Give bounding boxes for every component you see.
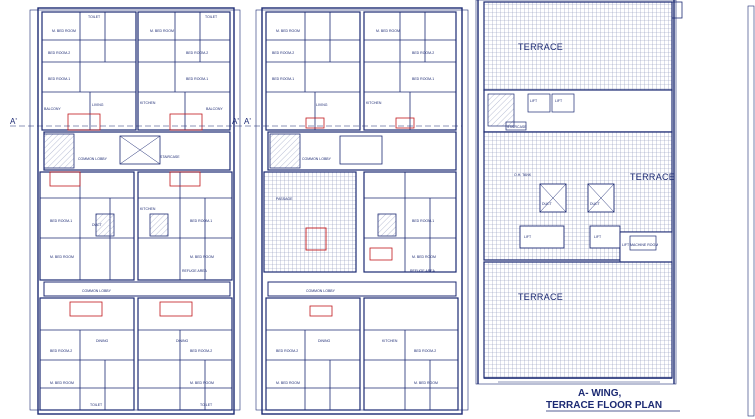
room-label: LIFT [530, 99, 538, 103]
room-label: DUCT [590, 202, 601, 206]
room-label: BED ROOM-2 [414, 349, 436, 353]
room-label: BED ROOM-1 [412, 77, 434, 81]
room-label: O.H. TANK [514, 173, 532, 177]
room-label: M. BED ROOM [190, 381, 214, 385]
room-label: DINING [318, 339, 331, 343]
room-label: M. BED ROOM [50, 381, 74, 385]
room-label: DINING [176, 339, 189, 343]
room-label: COMMON LOBBY [306, 289, 336, 293]
room-label: BED ROOM-2 [186, 51, 208, 55]
terrace-floor-plan [475, 0, 677, 385]
room-label: M. BED ROOM [414, 381, 438, 385]
room-label: LIFT [524, 235, 532, 239]
typical-floor-plan-middle [236, 7, 469, 415]
room-label: TOILET [200, 403, 213, 407]
room-label: TOILET [88, 15, 101, 19]
room-label: DUCT [92, 223, 103, 227]
room-label: BED ROOM-1 [412, 219, 434, 223]
room-label: COMMON LOBBY [78, 157, 108, 161]
room-label: BALCONY [44, 107, 61, 111]
room-label: KITCHEN [366, 101, 382, 105]
room-label: TOILET [205, 15, 218, 19]
room-label: KITCHEN [382, 339, 398, 343]
plan-title-line1: A- WING, [578, 388, 622, 399]
room-label: PASSAGE [276, 197, 293, 201]
room-label: BED ROOM-2 [276, 349, 298, 353]
room-label: BED ROOM-2 [412, 51, 434, 55]
room-label: M. BED ROOM [276, 381, 300, 385]
room-label: LIFT [555, 99, 563, 103]
room-label: LIFT MACHINE ROOM [622, 243, 658, 247]
room-label: TOILET [90, 403, 103, 407]
section-mark-a: A' [244, 117, 251, 126]
room-label: STAIRCASE [507, 125, 527, 129]
room-label: COMMON LOBBY [302, 157, 332, 161]
room-label: BED ROOM-1 [50, 219, 72, 223]
room-label: COMMON LOBBY [82, 289, 112, 293]
terrace-label-right: TERRACE [630, 172, 675, 182]
room-label: BED ROOM-2 [190, 349, 212, 353]
room-label: LIVING [92, 103, 104, 107]
room-label: KITCHEN [140, 101, 156, 105]
room-label: DUCT [542, 202, 553, 206]
room-label: REFUGE AREA [182, 269, 208, 273]
room-label: BED ROOM-1 [190, 219, 212, 223]
room-label: M. BED ROOM [276, 29, 300, 33]
room-label: M. BED ROOM [52, 29, 76, 33]
room-label: BED ROOM-2 [50, 349, 72, 353]
section-mark-a: A' [10, 117, 17, 126]
room-label: KITCHEN [140, 207, 156, 211]
section-mark-a: A' [232, 117, 239, 126]
room-label: M. BED ROOM [190, 255, 214, 259]
room-label: BALCONY [206, 107, 223, 111]
sheet-edge-marks [671, 1, 755, 417]
plan-title-line2: TERRACE FLOOR PLAN [546, 400, 662, 411]
room-label: M. BED ROOM [412, 255, 436, 259]
room-label: BED ROOM-1 [48, 77, 70, 81]
room-label: M. BED ROOM [150, 29, 174, 33]
room-label: M. BED ROOM [376, 29, 400, 33]
room-label: BED ROOM-2 [48, 51, 70, 55]
room-label: REFUGE AREA [410, 269, 436, 273]
room-label: LIFT [594, 235, 602, 239]
room-label: BED ROOM-1 [186, 77, 208, 81]
terrace-label-top: TERRACE [518, 42, 563, 52]
room-label: STAIRCASE [160, 155, 180, 159]
room-label: BED ROOM-1 [272, 77, 294, 81]
room-label: LIVING [316, 103, 328, 107]
room-label: DINING [96, 339, 109, 343]
typical-floor-plan-left [10, 7, 241, 415]
terrace-label-bottom: TERRACE [518, 292, 563, 302]
room-label: BED ROOM-2 [272, 51, 294, 55]
room-label: M. BED ROOM [50, 255, 74, 259]
